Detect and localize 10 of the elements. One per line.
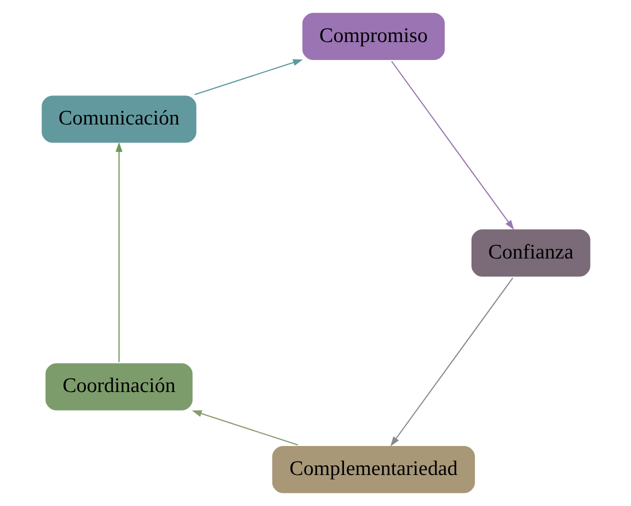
arrow [390,60,514,230]
arrow [194,59,302,96]
arrow [390,278,513,446]
node-box: Compromiso [300,11,446,62]
node-box: Complementariedad [270,444,476,495]
node-box: Confianza [469,228,592,278]
arrow [191,410,298,446]
node-box: Comunicación [39,94,198,145]
node-box: Coordinación [43,361,194,412]
arrow [115,142,122,362]
